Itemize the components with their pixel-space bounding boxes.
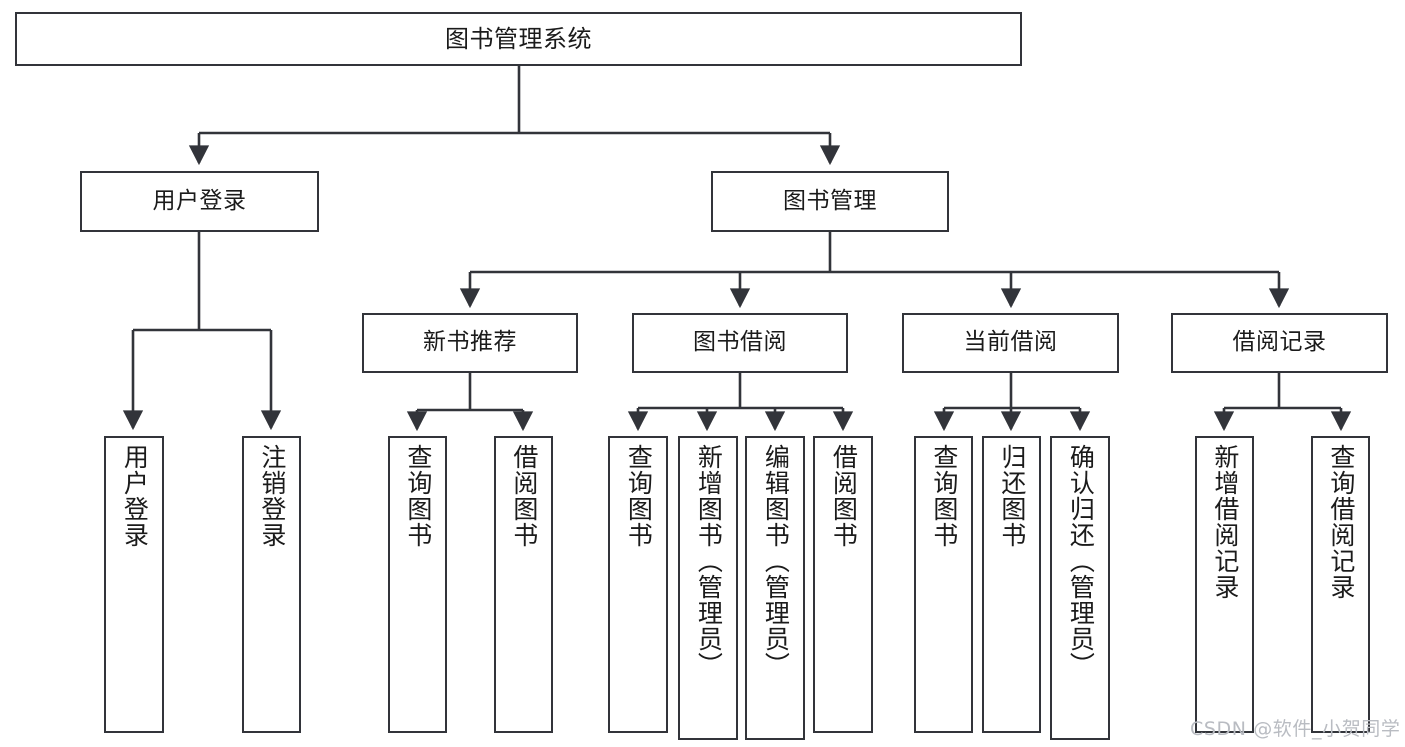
node-leaf-query-books-current[interactable]: 查询图书	[914, 436, 973, 733]
node-label: 图书管理	[783, 187, 877, 214]
node-label: 查询借阅记录	[1326, 444, 1356, 600]
node-current-borrowing[interactable]: 当前借阅	[902, 313, 1119, 373]
node-label: 借阅图书	[829, 444, 859, 548]
node-leaf-query-books-recommend[interactable]: 查询图书	[388, 436, 447, 733]
node-borrowing-records[interactable]: 借阅记录	[1171, 313, 1388, 373]
node-label: 借阅记录	[1232, 329, 1327, 356]
node-leaf-confirm-return-admin[interactable]: 确认归还（管理员）	[1050, 436, 1110, 740]
node-leaf-logout[interactable]: 注销登录	[242, 436, 301, 733]
node-label: 新书推荐	[423, 329, 517, 356]
node-leaf-add-book-admin[interactable]: 新增图书（管理员）	[678, 436, 738, 740]
node-label: 确认归还（管理员）	[1066, 444, 1096, 678]
node-label: 图书借阅	[693, 329, 787, 356]
node-leaf-return-books[interactable]: 归还图书	[982, 436, 1041, 733]
node-label: 用户登录	[120, 444, 150, 548]
node-leaf-query-books-borrow[interactable]: 查询图书	[608, 436, 668, 733]
node-new-book-recommendation[interactable]: 新书推荐	[362, 313, 578, 373]
node-leaf-add-borrow-record[interactable]: 新增借阅记录	[1195, 436, 1254, 733]
node-book-borrowing[interactable]: 图书借阅	[632, 313, 848, 373]
node-label: 查询图书	[929, 444, 959, 548]
node-label: 查询图书	[624, 444, 654, 548]
node-book-management[interactable]: 图书管理	[711, 171, 949, 232]
node-label: 查询图书	[403, 444, 433, 548]
node-label: 借阅图书	[509, 444, 539, 548]
node-leaf-query-borrow-record[interactable]: 查询借阅记录	[1311, 436, 1370, 733]
node-label: 用户登录	[152, 187, 247, 214]
node-user-login[interactable]: 用户登录	[80, 171, 319, 232]
node-root-book-management-system[interactable]: 图书管理系统	[15, 12, 1022, 66]
node-label: 归还图书	[997, 444, 1027, 548]
node-label: 图书管理系统	[445, 24, 592, 53]
node-leaf-borrow-books-recommend[interactable]: 借阅图书	[494, 436, 553, 733]
csdn-watermark: CSDN @软件_小贺同学	[1190, 718, 1401, 740]
node-leaf-user-login[interactable]: 用户登录	[104, 436, 164, 733]
node-label: 注销登录	[257, 444, 287, 548]
node-leaf-borrow-books[interactable]: 借阅图书	[813, 436, 873, 733]
node-label: 当前借阅	[963, 329, 1058, 356]
node-label: 新增借阅记录	[1210, 444, 1240, 600]
node-label: 编辑图书（管理员）	[761, 444, 791, 678]
node-label: 新增图书（管理员）	[694, 444, 724, 678]
node-leaf-edit-book-admin[interactable]: 编辑图书（管理员）	[745, 436, 805, 740]
